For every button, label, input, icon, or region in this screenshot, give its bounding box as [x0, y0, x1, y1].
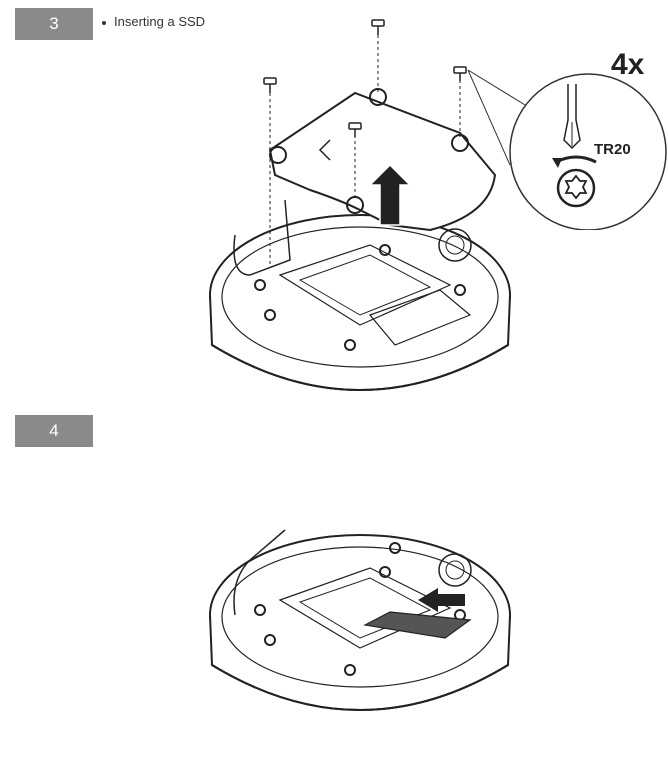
arrow-left-icon — [418, 588, 465, 612]
torx-rotate-icon — [552, 155, 597, 208]
step-3-badge: 3 — [15, 8, 93, 40]
torx-bit-size: TR20 — [594, 141, 631, 158]
screw-quantity: 4x — [611, 48, 645, 81]
bullet-icon — [102, 20, 106, 25]
tool-callout — [467, 70, 667, 230]
step-3-text: Inserting a SSD — [114, 14, 206, 29]
arrow-up-icon — [368, 163, 412, 226]
step-3-illustration — [209, 19, 511, 391]
step-3-instruction: Inserting a SSD — [102, 14, 205, 29]
step-4-illustration — [209, 529, 511, 711]
screwdriver-icon — [563, 84, 581, 150]
ssd-module — [363, 611, 472, 639]
screw-icon — [263, 19, 467, 137]
step-4-badge: 4 — [15, 415, 93, 447]
